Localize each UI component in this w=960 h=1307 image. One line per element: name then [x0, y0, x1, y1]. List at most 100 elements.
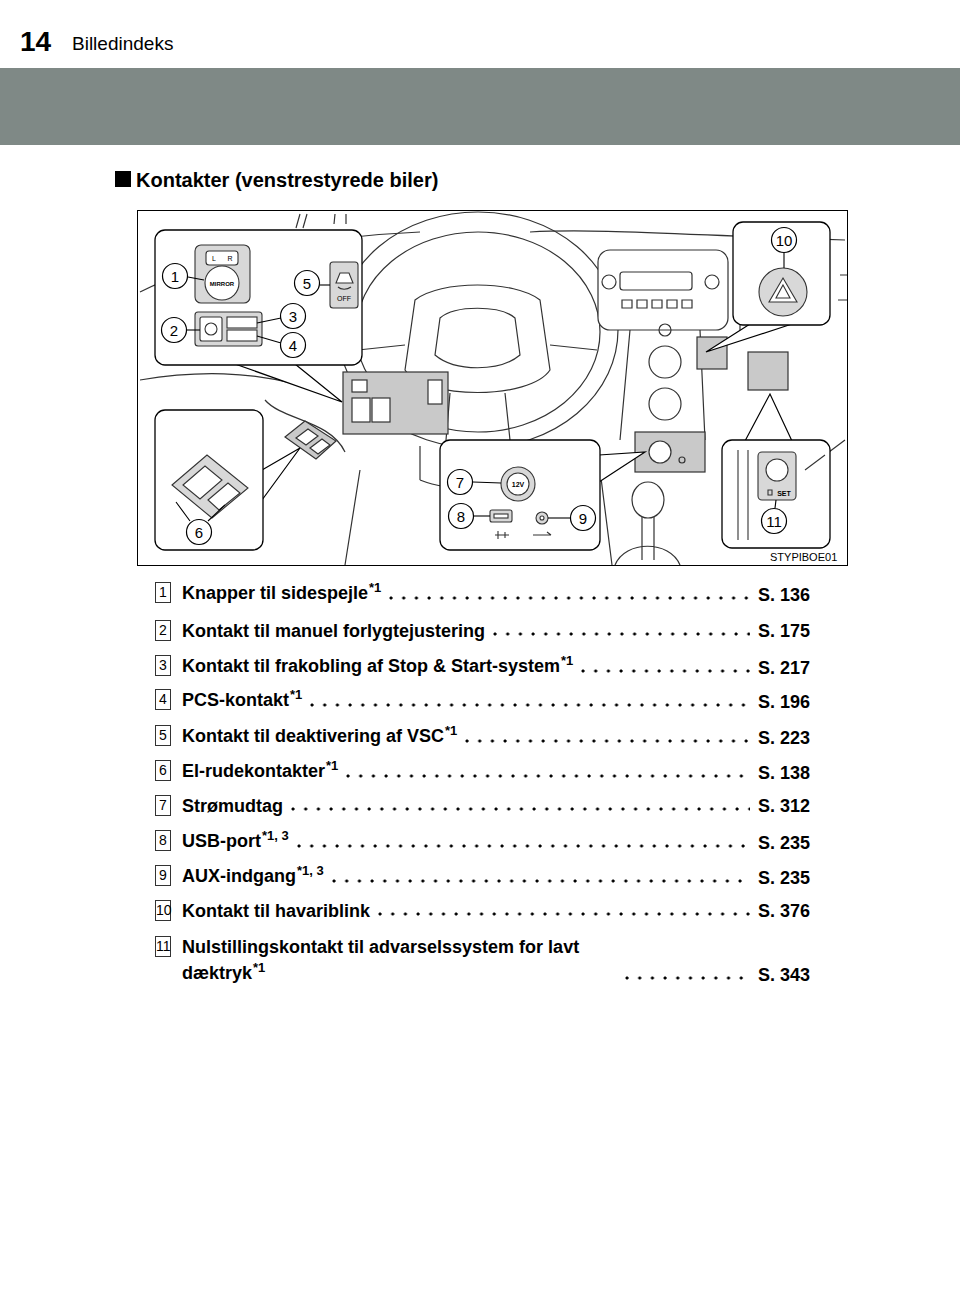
switch-marking: R	[227, 255, 232, 262]
inset-panel	[155, 410, 263, 550]
entry-text-group: Kontakt til havariblink	[182, 898, 370, 924]
index-row: 10Kontakt til havariblinkS. 376	[155, 898, 810, 924]
switch-drawing	[205, 266, 239, 300]
leader-line	[783, 253, 784, 268]
callout-circle	[295, 271, 320, 296]
dashboard-drawing	[622, 300, 692, 308]
page-reference: S. 196	[758, 689, 810, 715]
callout-pointer	[235, 364, 342, 402]
item-number: 11	[155, 936, 171, 957]
index-entry: Kontakt til frakobling af Stop & Start-s…	[182, 653, 810, 681]
index-entry: AUX-indgang*1, 3S. 235	[182, 863, 810, 891]
dot-leader	[346, 774, 750, 778]
switch-drawing	[766, 459, 788, 481]
callout-number: 11	[766, 514, 782, 529]
index-entry: Kontakt til manuel forlygtejustering S. 1…	[182, 618, 810, 644]
index-row: 11 Nulstillingskontakt til advarselssyste…	[155, 934, 810, 988]
callout-number: 5	[303, 276, 311, 291]
callout-circle	[281, 333, 306, 358]
callout-number: 4	[289, 338, 297, 353]
callout-circle	[162, 318, 187, 343]
switch-marking: SET	[777, 490, 791, 497]
item-number: 3	[155, 655, 171, 676]
callout-circle	[571, 506, 596, 531]
callout-pointer	[745, 394, 792, 441]
inset-panel	[155, 230, 362, 365]
switch-drawing	[338, 287, 351, 289]
switch-drawing	[738, 450, 825, 540]
callout-number: 10	[776, 233, 793, 248]
page-reference: S. 136	[758, 582, 810, 608]
callout-circle	[762, 509, 787, 534]
switch-marking: MIRROR	[210, 281, 234, 287]
leader-line	[474, 515, 490, 516]
callout-pointer	[262, 448, 300, 500]
footnote-mark: *1, 3	[262, 828, 289, 843]
switch-drawing	[227, 330, 257, 341]
switch-drawing	[200, 317, 222, 341]
dashboard-drawing	[338, 212, 618, 448]
callout-number: 6	[195, 525, 203, 540]
item-number: 9	[155, 865, 171, 886]
dashboard-drawing	[598, 250, 728, 330]
dashboard-drawing	[615, 517, 680, 565]
callout-number: 1	[171, 269, 179, 284]
entry-text: AUX-indgang	[182, 866, 296, 886]
index-entry: Kontakt til deaktivering af VSC*1S. 223	[182, 723, 810, 751]
index-row: 1Knapper til sidespejle*1S. 136	[155, 580, 810, 608]
dashboard-drawing	[659, 324, 671, 336]
callout-circle	[187, 520, 212, 545]
index-row: 7 Strømudtag S. 312	[155, 793, 810, 819]
entry-text-group: AUX-indgang*1, 3	[182, 863, 324, 891]
page-reference: S. 312	[758, 793, 810, 819]
title-bullet	[115, 171, 131, 187]
dashboard-drawing	[620, 330, 705, 440]
dot-leader	[378, 912, 750, 916]
entry-text-group: PCS-kontakt*1	[182, 687, 302, 715]
dot-leader	[465, 739, 750, 743]
switch-drawing	[205, 323, 217, 335]
switch-drawing	[540, 516, 544, 520]
figure-code: STYPIBOE01	[770, 552, 837, 563]
leader-line	[176, 253, 784, 521]
entry-text-group: Kontakt til frakobling af Stop & Start-s…	[182, 653, 573, 681]
callout-circle	[772, 228, 797, 253]
index-row: 3 Kontakt til frakobling af Stop & Start-…	[155, 653, 810, 681]
footnote-mark: *1, 3	[297, 863, 324, 878]
entry-text: Strømudtag	[182, 796, 283, 816]
title-bullet	[115, 171, 131, 187]
switch-drawing	[769, 278, 797, 302]
dot-leader	[332, 879, 750, 883]
index-row: 6El-rudekontakter*1S. 138	[155, 758, 810, 786]
switch-marking: L	[212, 255, 216, 262]
callout-pointer	[706, 324, 792, 352]
entry-text: Nulstillingskontakt til advarselssystem …	[182, 937, 579, 983]
entry-text-group: Kontakt til manuel forlygtejustering	[182, 618, 485, 644]
item-number: 2	[155, 620, 171, 641]
leader-line	[176, 502, 225, 521]
switch-drawing	[172, 245, 825, 540]
item-number: 7	[155, 795, 171, 816]
callout-circle	[163, 264, 188, 289]
item-number: 5	[155, 725, 171, 746]
switch-marking: OFF	[337, 295, 351, 302]
leader-line	[548, 517, 570, 518]
dashboard-drawing	[435, 308, 520, 368]
switch-drawing	[759, 268, 807, 316]
switch-drawing	[758, 452, 796, 500]
dashboard-drawing	[649, 388, 681, 420]
page-reference: S. 175	[758, 618, 810, 644]
dashboard-drawing	[705, 275, 719, 289]
index-row: 8USB-port*1, 3S. 235	[155, 828, 810, 856]
entry-text: Knapper til sidespejle	[182, 583, 368, 603]
switch-drawing	[206, 251, 238, 265]
entry-text: Kontakt til deaktivering af VSC	[182, 726, 444, 746]
footnote-mark: *1	[445, 723, 457, 738]
dashboard-drawing	[372, 398, 390, 422]
dot-leader	[493, 632, 750, 636]
footnote-mark: *1	[290, 687, 302, 702]
index-entry: Knapper til sidespejle*1S. 136	[182, 580, 810, 608]
leader-line	[257, 336, 281, 343]
inset-panel	[733, 222, 830, 325]
